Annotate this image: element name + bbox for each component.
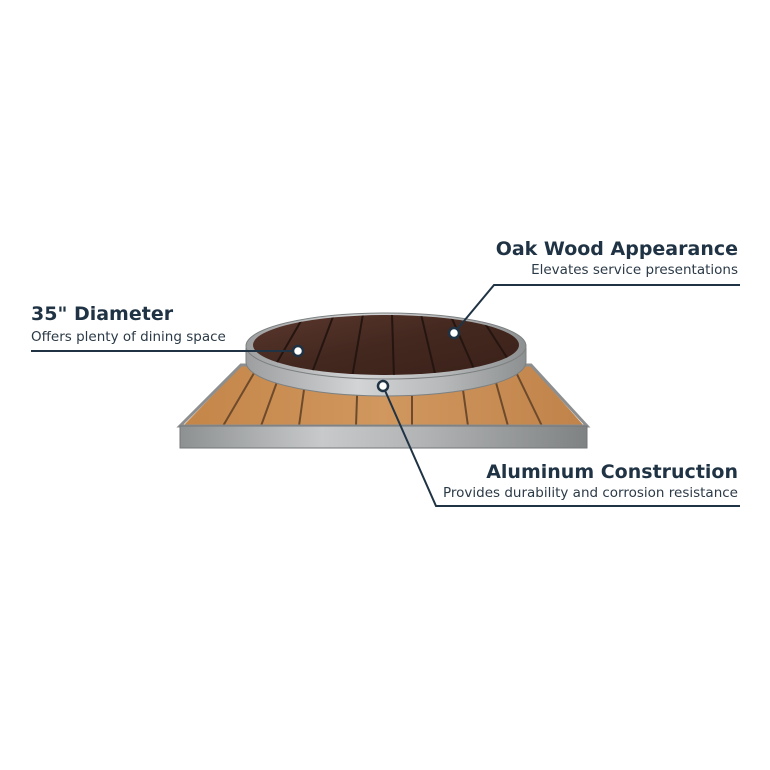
aluminum-leader-line — [382, 385, 740, 507]
diameter-dot-icon — [291, 344, 305, 358]
oak-callout-subtitle: Elevates service presentations — [531, 262, 738, 278]
round-table-top — [245, 312, 527, 397]
oak-callout-title: Oak Wood Appearance — [495, 238, 738, 260]
dark-wood-surface — [253, 315, 519, 375]
oak-leader-line — [453, 284, 740, 334]
callout-dots — [291, 326, 461, 393]
leader-lines — [31, 284, 740, 507]
diameter-callout-title: 35" Diameter — [31, 303, 174, 325]
aluminum-dot-icon — [376, 379, 390, 393]
aluminum-callout-subtitle: Provides durability and corrosion resist… — [442, 485, 738, 501]
oak-dot-icon — [447, 326, 461, 340]
diameter-callout-subtitle: Offers plenty of dining space — [31, 329, 226, 345]
aluminum-callout-title: Aluminum Construction — [486, 461, 738, 483]
aluminum-front-edge — [179, 425, 588, 449]
